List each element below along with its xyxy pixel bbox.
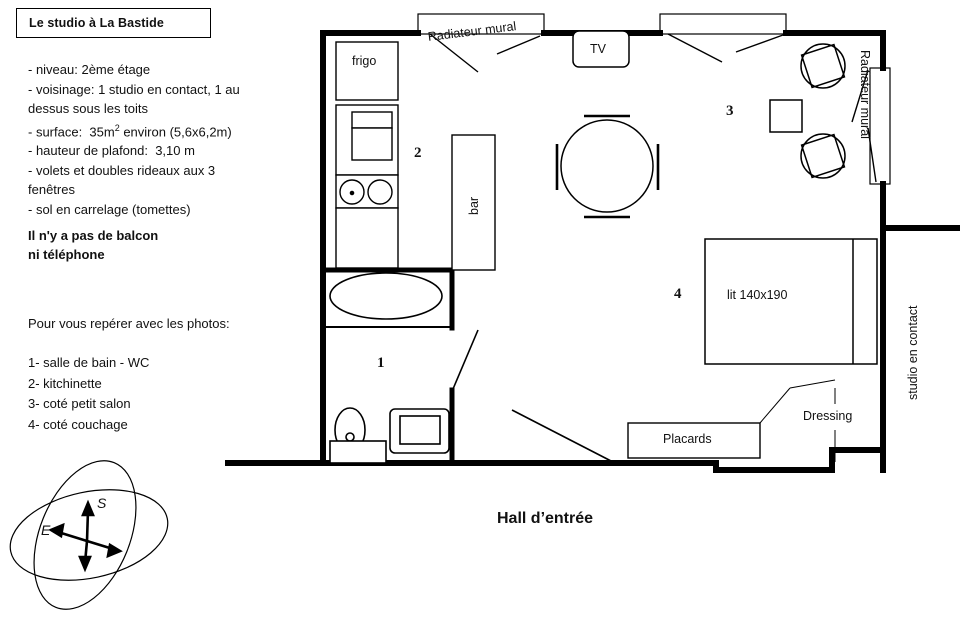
storage-units bbox=[627, 422, 761, 459]
legend-item-2: 2- kitchinette bbox=[28, 375, 102, 391]
bar-unit bbox=[451, 134, 496, 271]
compass-arrows bbox=[48, 499, 123, 573]
entrance-door-swing bbox=[511, 409, 614, 463]
armchair-upper-seat bbox=[800, 43, 846, 89]
toilet-cistern bbox=[329, 440, 387, 464]
bed bbox=[704, 238, 878, 365]
spec-sol: - sol en carrelage (tomettes) bbox=[28, 201, 191, 217]
label-dressing: Dressing bbox=[803, 409, 853, 423]
spec-surface-pre: - surface: 35m bbox=[28, 123, 115, 139]
tv-unit bbox=[572, 30, 630, 68]
legend-heading: Pour vous repérer avec les photos: bbox=[28, 316, 230, 331]
page-title: Le studio à La Bastide bbox=[29, 16, 164, 30]
label-radiateur-right: Radiateur mural bbox=[858, 50, 872, 139]
side-table bbox=[769, 99, 803, 133]
sink-basin bbox=[351, 127, 393, 161]
label-placards: Placards bbox=[663, 432, 712, 446]
page-title-box: Le studio à La Bastide bbox=[16, 8, 211, 38]
label-studio-en-contact: studio en contact bbox=[906, 305, 920, 400]
sink-vanity-basin bbox=[399, 415, 441, 445]
spec-surface-post: environ (5,6x6,2m) bbox=[119, 123, 232, 139]
spec-hauteur: - hauteur de plafond: 3,10 m bbox=[28, 143, 195, 159]
spec-surface-sup: 2 bbox=[114, 122, 120, 133]
bathroom-fixtures bbox=[329, 272, 450, 464]
spec-surface: - surface: 35m2 environ (5,6x6,2m) bbox=[28, 119, 303, 142]
kitchen-units bbox=[335, 41, 496, 271]
lower-cabinet-unit bbox=[335, 207, 399, 269]
zone-number-salon: 3 bbox=[726, 103, 734, 119]
specs-list: - niveau: 2ème étage - voisinage: 1 stud… bbox=[28, 60, 303, 219]
interior-walls bbox=[320, 267, 455, 466]
note-line-1: Il n'y a pas de balcon bbox=[28, 228, 159, 243]
label-bed: lit 140x190 bbox=[727, 288, 788, 302]
toilet-flush-dot bbox=[345, 432, 355, 442]
zone-number-bathroom: 1 bbox=[377, 355, 385, 371]
radiator-leader-lines bbox=[429, 33, 877, 183]
placards-unit bbox=[627, 422, 761, 459]
legend-item-3: 3- coté petit salon bbox=[28, 396, 131, 411]
compass-ellipse-vertical bbox=[33, 460, 137, 610]
dining-table bbox=[560, 119, 654, 213]
living-furniture bbox=[560, 30, 803, 213]
armchairs bbox=[800, 43, 846, 179]
compass-label-e: E bbox=[41, 522, 51, 538]
fridge-unit bbox=[335, 41, 399, 101]
bed-group bbox=[704, 238, 878, 365]
label-hall-entree: Hall d’entrée bbox=[497, 510, 594, 527]
spec-niveau: - niveau: 2ème étage bbox=[28, 62, 151, 77]
spec-voisinage-line2: dessus sous les toits bbox=[28, 101, 148, 116]
label-bar: bar bbox=[467, 196, 481, 215]
armchair-lower-seat bbox=[800, 133, 846, 179]
spec-volets-line2: fenêtres bbox=[28, 182, 75, 198]
cooktop-burner-right bbox=[367, 179, 393, 205]
label-tv: TV bbox=[590, 42, 606, 56]
window-radiator-right bbox=[869, 67, 891, 185]
armchair-upper-outline bbox=[800, 43, 846, 89]
armchair-lower-outline bbox=[800, 133, 846, 179]
compass-rose: S E bbox=[9, 460, 169, 610]
window-radiator-top-right bbox=[659, 13, 787, 35]
spec-voisinage-line1: - voisinage: 1 studio en contact, 1 au bbox=[28, 81, 240, 97]
window-radiator-top-left bbox=[417, 13, 545, 35]
zone-number-kitchen: 2 bbox=[414, 145, 422, 161]
spec-volets-line1: - volets et doubles rideaux aux 3 bbox=[28, 162, 216, 178]
label-frigo: frigo bbox=[352, 54, 377, 68]
bathtub-shower bbox=[329, 272, 443, 320]
bathroom-door-swing bbox=[452, 329, 479, 390]
compass-ellipse-horizontal bbox=[9, 489, 169, 581]
legend-item-1: 1- salle de bain - WC bbox=[28, 355, 150, 370]
storage-leader-lines bbox=[759, 379, 836, 462]
note-block: Il n'y a pas de balcon ni téléphone bbox=[28, 226, 303, 264]
legend-item-4: 4- coté couchage bbox=[28, 416, 128, 432]
cooktop-burner-dot bbox=[349, 190, 355, 196]
compass-label-s: S bbox=[97, 495, 107, 511]
note-line-2: ni téléphone bbox=[28, 247, 105, 262]
dining-chairs bbox=[555, 114, 660, 219]
outer-walls bbox=[225, 30, 960, 473]
legend-list: 1- salle de bain - WC 2- kitchinette 3- … bbox=[28, 353, 303, 435]
sink-basin-back bbox=[351, 111, 393, 129]
zone-number-couchage: 4 bbox=[674, 286, 682, 302]
